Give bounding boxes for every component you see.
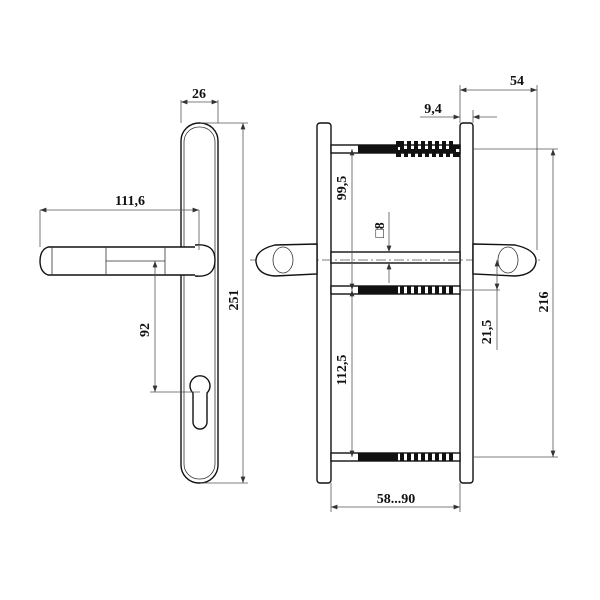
screw-top	[330, 141, 461, 157]
backplate-inner-edge	[183, 126, 216, 480]
dim-plate-height: 251	[227, 290, 242, 311]
keyhole-cylinder	[189, 375, 211, 430]
dim-top-screw-to-middle: 99,5	[335, 176, 350, 201]
side-view: 26 111,6 251 92	[39, 87, 248, 484]
dim-overall-depth: 54	[510, 74, 524, 89]
handle-rose	[194, 244, 216, 277]
right-handle	[472, 243, 537, 277]
left-handle	[255, 243, 318, 277]
screw-middle	[330, 285, 461, 295]
dim-screw-span: 216	[537, 292, 552, 313]
dim-spindle-square: □8	[373, 222, 388, 237]
screw-bottom	[330, 452, 461, 462]
left-backplate	[316, 122, 332, 484]
dim-lever-length: 111,6	[115, 194, 145, 209]
dim-handle-to-cylinder: 92	[138, 323, 153, 337]
dim-door-thickness: 58...90	[377, 492, 416, 507]
backplate	[180, 122, 219, 484]
front-view: 54 9,4 99,5 112,5 □8 21,5 216 58...90	[250, 74, 558, 512]
dim-plate-thickness: 9,4	[424, 102, 442, 117]
right-backplate	[459, 122, 474, 484]
dim-plate-width: 26	[192, 87, 206, 102]
spindle	[330, 251, 461, 264]
dim-spindle-offset: 21,5	[480, 320, 495, 345]
dim-middle-to-bottom-screw: 112,5	[335, 355, 350, 386]
